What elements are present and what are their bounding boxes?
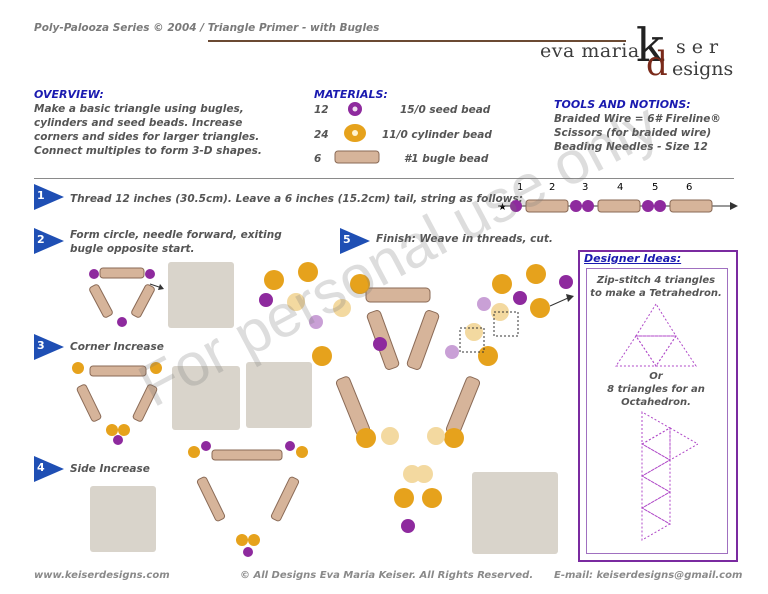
- overview-line: Connect multiples to form 3-D shapes.: [34, 145, 262, 157]
- material-name: #1 bugle bead: [404, 153, 489, 165]
- overview-text: Make a basic triangle using bugles, cyli…: [34, 102, 262, 158]
- footer-email[interactable]: E-mail: keiserdesigns@gmail.com: [554, 570, 743, 581]
- step-2-line: bugle opposite start.: [70, 243, 195, 255]
- step-5-text: Finish: Weave in threads, cut.: [376, 233, 553, 245]
- step-2-diagram: [89, 267, 164, 327]
- step-3-photo-b: [246, 362, 312, 428]
- overview-line: cylinders and seed beads. Increase: [34, 117, 243, 129]
- material-name: 15/0 seed bead: [400, 104, 491, 116]
- step-4-text: Side Increase: [70, 463, 150, 475]
- octahedron-net-icon: [640, 411, 698, 541]
- material-qty: 12: [314, 104, 329, 116]
- step-2-photo: [168, 262, 234, 328]
- step-3-marker: 3: [34, 334, 64, 360]
- step-4-photo: [90, 486, 156, 552]
- step-3-photo-a: [172, 366, 240, 430]
- overview-line: corners and sides for larger triangles.: [34, 131, 260, 143]
- step-number: 5: [343, 233, 351, 246]
- step-3-text: Corner Increase: [70, 341, 164, 353]
- strand-label: 2: [549, 182, 556, 193]
- material-qty: 6: [314, 153, 322, 165]
- step-2-marker: 2: [34, 228, 64, 254]
- tools-title: TOOLS AND NOTIONS:: [554, 98, 691, 111]
- strand-diagram: ★: [498, 199, 738, 213]
- designer-ideas-title: Designer Ideas:: [584, 252, 682, 265]
- footer-website[interactable]: www.keiserdesigns.com: [34, 570, 170, 581]
- step-5-marker: 5: [340, 228, 370, 254]
- step-2-text: Form circle, needle forward, exiting bug…: [70, 228, 282, 256]
- designer-line: Zip-stitch 4 triangles: [596, 275, 716, 286]
- designer-line: to make a Tetrahedron.: [590, 288, 722, 299]
- final-triangle-diagram: [259, 262, 574, 533]
- footer-copyright: © All Designs Eva Maria Keiser. All Righ…: [240, 570, 534, 581]
- step-number: 3: [37, 339, 45, 352]
- section-divider: [34, 178, 734, 179]
- star-icon: ★: [498, 202, 507, 213]
- strand-beads: [510, 199, 713, 213]
- strand-label: 6: [686, 182, 693, 193]
- strand-label: 4: [617, 182, 624, 193]
- step-number: 4: [37, 461, 45, 474]
- brand-name: eva maria: [540, 40, 640, 62]
- cylinder-bead-icon: [344, 124, 366, 142]
- designer-or: Or: [649, 371, 663, 382]
- tools-line: Braided Wire = 6# Fireline®: [554, 113, 721, 125]
- series-title: Poly-Palooza Series © 2004 / Triangle Pr…: [34, 22, 380, 34]
- strand-label: 3: [582, 182, 589, 193]
- step-4-marker: 4: [34, 456, 64, 482]
- step-number: 1: [37, 189, 45, 202]
- step-1-text: Thread 12 inches (30.5cm). Leave a 6 inc…: [70, 193, 523, 205]
- designer-line: Octahedron.: [621, 397, 691, 408]
- brand-d-letter: d: [646, 44, 668, 84]
- designer-ideas-box: [578, 250, 738, 562]
- brand-k-letter: k: [636, 18, 664, 72]
- overview-title: OVERVIEW:: [34, 88, 104, 101]
- step-2-line: Form circle, needle forward, exiting: [70, 229, 282, 241]
- bugle-bead-icon: [334, 150, 380, 164]
- header-rule: [208, 40, 626, 42]
- step-3-diagram: [72, 362, 162, 445]
- strand-label: 5: [652, 182, 659, 193]
- designer-ideas-inner: [586, 268, 728, 554]
- brand-designs: esigns: [672, 58, 734, 80]
- seed-bead-icon: [348, 102, 362, 116]
- overview-line: Make a basic triangle using bugles,: [34, 103, 244, 115]
- tetrahedron-net-icon: [615, 303, 697, 367]
- material-name: 11/0 cylinder bead: [382, 129, 492, 141]
- step-1-marker: 1: [34, 184, 64, 210]
- brand-ser: ser: [676, 36, 725, 58]
- material-qty: 24: [314, 129, 329, 141]
- designer-line: 8 triangles for an: [607, 384, 705, 395]
- tools-line: Beading Needles - Size 12: [554, 141, 708, 153]
- step-4-diagram: [188, 441, 308, 557]
- materials-title: MATERIALS:: [314, 88, 388, 101]
- step-number: 2: [37, 233, 45, 246]
- strand-label: 1: [517, 182, 524, 193]
- tools-text: Braided Wire = 6# Fireline® Scissors (fo…: [554, 112, 721, 154]
- final-photo: [472, 472, 558, 554]
- tools-line: Scissors (for braided wire): [554, 127, 712, 139]
